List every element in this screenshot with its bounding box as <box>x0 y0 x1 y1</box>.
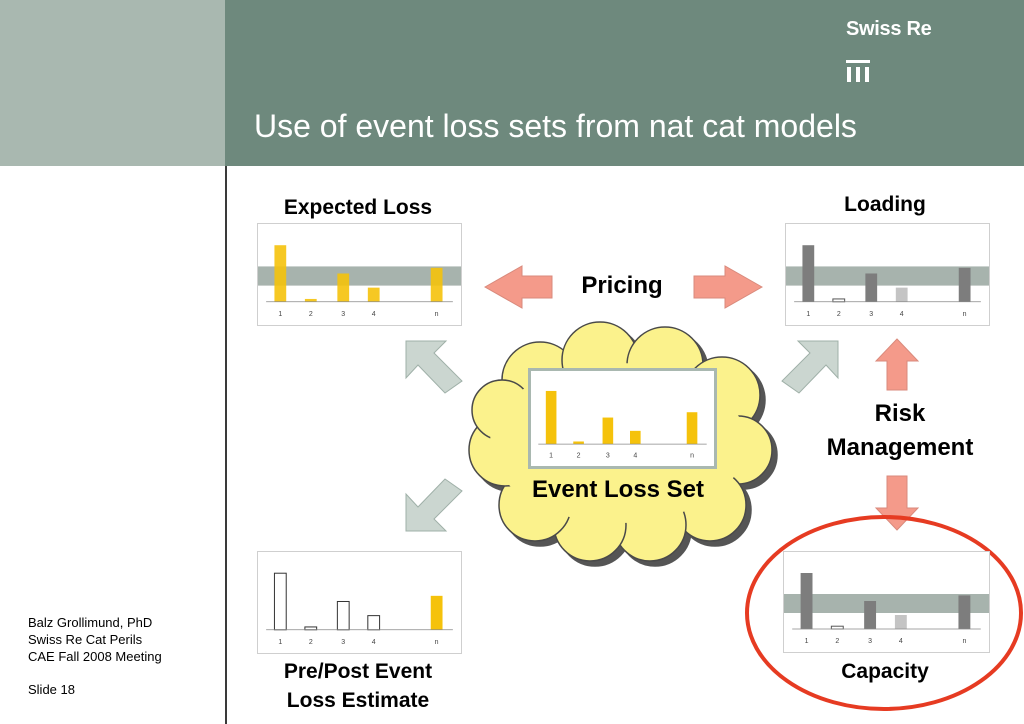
chart-tick-label: 4 <box>372 311 376 318</box>
chart-tick-label: n <box>962 638 966 645</box>
chart-tick-label: 4 <box>900 311 904 318</box>
capacity-highlight-ellipse <box>745 515 1023 711</box>
chart-tick-label: 3 <box>341 311 345 318</box>
loading-label: Loading <box>844 193 926 216</box>
chart-tick-label: 2 <box>835 638 839 645</box>
chart-tick-label: 1 <box>806 311 810 318</box>
chart-bar <box>304 298 317 302</box>
chart-bar <box>832 298 846 303</box>
risk-arrow-down-icon <box>874 475 920 531</box>
chart-tick-label: 1 <box>278 639 282 646</box>
chart-bar <box>273 572 287 631</box>
chart-bar <box>958 267 971 302</box>
header-left-panel <box>0 0 225 166</box>
chart-tick-label: 3 <box>341 639 345 646</box>
event-loss-set-label: Event Loss Set <box>531 476 705 503</box>
footer-author: Balz Grollimund, PhD <box>28 615 153 630</box>
risk-arrow-up-icon <box>874 338 920 391</box>
chart-tick-label: n <box>435 639 439 646</box>
chart-bar <box>367 615 381 631</box>
loading-chart: 1 2 3 4 n <box>785 223 990 326</box>
chart-bar <box>894 615 907 629</box>
pricing-arrow-left-icon <box>483 265 553 309</box>
event-loss-set-chart: 1 2 3 4 n <box>528 368 717 469</box>
chart-bar <box>686 412 698 445</box>
chart-tick-label: 4 <box>633 452 637 459</box>
chart-bar <box>545 390 557 445</box>
arrow-to-expected-loss-icon <box>405 340 463 394</box>
chart-tick-label: 1 <box>278 311 282 318</box>
chart-bar <box>274 245 287 302</box>
chart-bar <box>336 600 350 631</box>
chart-bar <box>430 267 443 302</box>
chart-tick-label: 3 <box>606 452 610 459</box>
chart-tick-label: 3 <box>868 638 872 645</box>
risk-management-label-line2: Management <box>826 434 974 461</box>
chart-tick-label: n <box>435 311 439 318</box>
capacity-label: Capacity <box>841 660 929 683</box>
chart-tick-label: 2 <box>837 311 841 318</box>
chart-bar <box>367 287 380 302</box>
chart-tick-label: 2 <box>309 639 313 646</box>
pricing-arrow-right-icon <box>693 265 764 309</box>
chart-tick-label: 2 <box>309 311 313 318</box>
chart-bar <box>602 417 614 445</box>
chart-bar <box>895 287 908 302</box>
chart-tick-label: 1 <box>805 638 809 645</box>
chart-tick-label: 3 <box>869 311 873 318</box>
footer-org: Swiss Re Cat Perils <box>28 632 143 647</box>
chart-bar <box>430 595 443 630</box>
brand-name: Swiss Re <box>846 18 932 40</box>
chart-band <box>784 594 989 613</box>
expected-loss-chart: 1 2 3 4 n <box>257 223 462 326</box>
chart-tick-label: n <box>963 311 967 318</box>
chart-tick-label: n <box>690 452 694 459</box>
risk-management-label-line1: Risk <box>874 400 926 427</box>
chart-band <box>786 266 989 286</box>
arrow-to-loading-icon <box>781 340 839 394</box>
chart-bar <box>630 430 641 445</box>
slide-number: Slide 18 <box>28 682 75 697</box>
chart-bar <box>337 273 350 302</box>
chart-bar <box>802 245 815 302</box>
chart-tick-label: 4 <box>899 638 903 645</box>
chart-bar <box>800 573 813 629</box>
expected-loss-label: Expected Loss <box>283 196 433 219</box>
chart-bar <box>864 601 877 629</box>
capacity-chart: 1 2 3 4 n <box>783 551 990 653</box>
pre-post-event-chart: 1 2 3 4 n <box>257 551 462 654</box>
swiss-re-logo-icon <box>846 60 870 82</box>
chart-bar <box>573 441 584 445</box>
chart-bar <box>865 273 878 302</box>
pre-post-event-label-line2: Loss Estimate <box>286 689 430 712</box>
page-title: Use of event loss sets from nat cat mode… <box>254 108 857 144</box>
chart-tick-label: 1 <box>549 452 553 459</box>
pricing-label: Pricing <box>581 272 663 299</box>
chart-bar <box>830 625 844 630</box>
divider-line <box>225 166 227 724</box>
pre-post-event-label-line1: Pre/Post Event <box>283 660 433 683</box>
chart-bar <box>304 626 318 631</box>
chart-tick-label: 2 <box>577 452 581 459</box>
chart-band <box>258 266 461 286</box>
footer-meeting: CAE Fall 2008 Meeting <box>28 649 162 664</box>
chart-bar <box>958 595 971 629</box>
chart-tick-label: 4 <box>372 639 376 646</box>
header-banner <box>225 0 1024 166</box>
arrow-to-pre-post-icon <box>405 478 463 532</box>
